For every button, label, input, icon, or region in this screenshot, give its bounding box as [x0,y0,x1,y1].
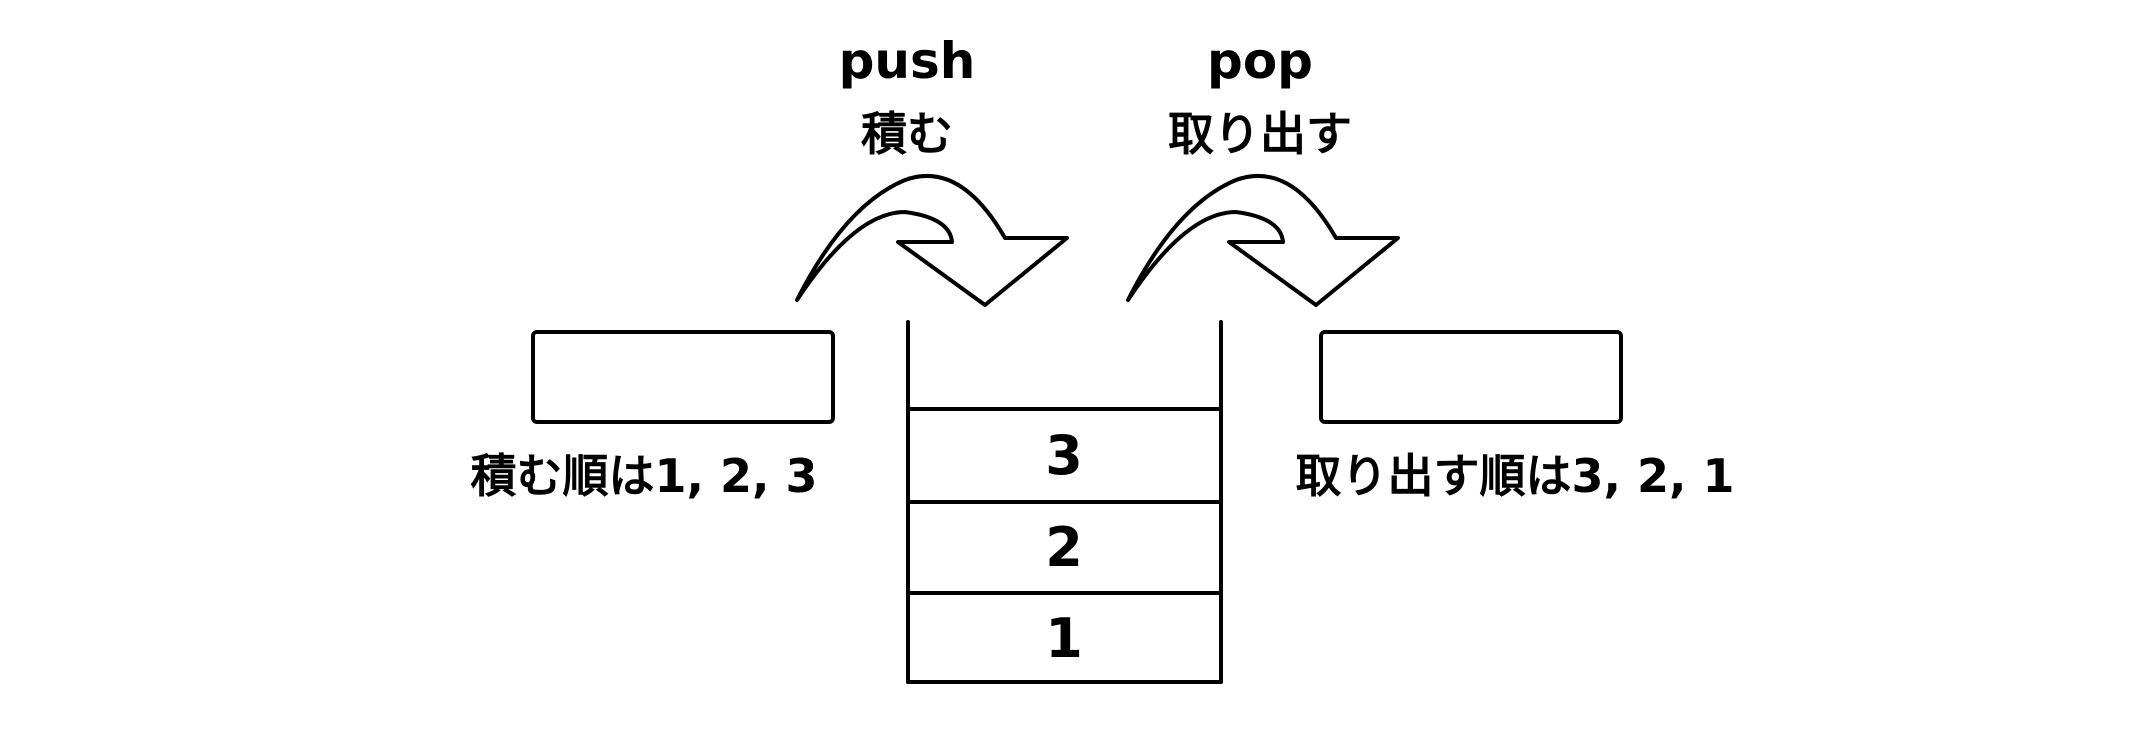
push-input-box [531,330,835,424]
pop-label-ja: 取り出す [1168,107,1352,161]
stack-item: 2 [1045,516,1083,579]
pop-arrow [1126,174,1400,307]
push-arrow [795,174,1069,307]
push-order-text: 積む順は1, 2, 3 [471,449,818,503]
stack-container [906,320,1223,684]
stack-item: 1 [1045,607,1083,670]
pop-label: pop [1207,32,1313,90]
push-label: push [839,32,976,90]
pop-order-text: 取り出す順は3, 2, 1 [1296,449,1735,503]
pop-output-box [1319,330,1623,424]
push-label-ja: 積む [861,107,953,161]
stack-item: 3 [1045,424,1083,487]
